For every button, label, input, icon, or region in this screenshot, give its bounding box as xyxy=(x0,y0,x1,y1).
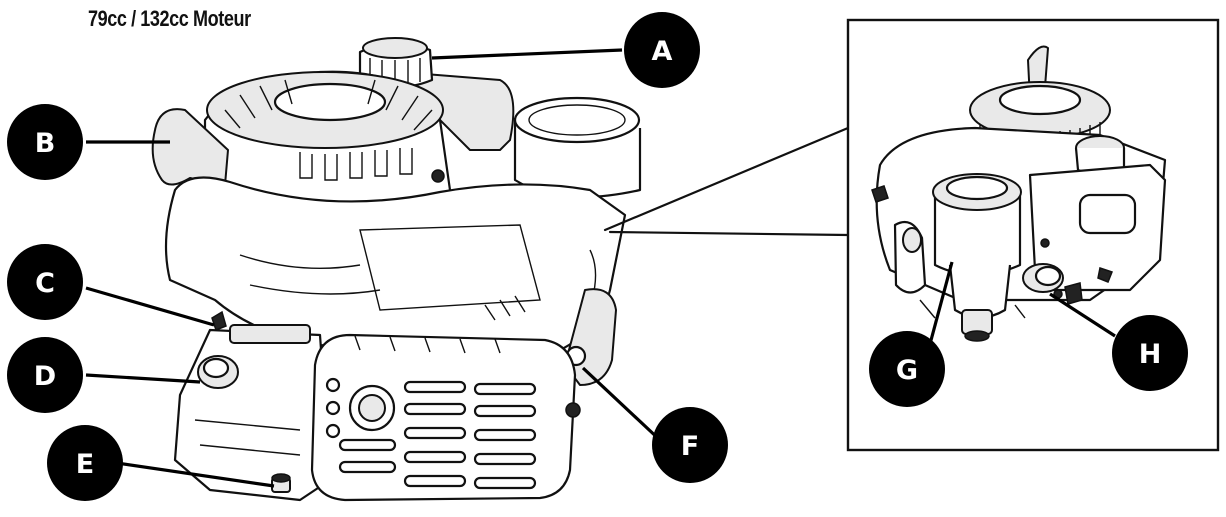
main-engine-drawing xyxy=(151,37,642,502)
callout-f-label: F xyxy=(681,431,699,462)
air-filter-rear xyxy=(513,96,642,199)
callout-a-label: A xyxy=(652,36,673,67)
callout-h: H xyxy=(1112,315,1188,391)
callout-f: F xyxy=(652,407,728,483)
callout-d: D xyxy=(7,337,83,413)
starter-handle xyxy=(151,108,229,186)
recoil-starter xyxy=(203,70,452,214)
oil-fill-cap xyxy=(197,355,239,389)
callout-b: B xyxy=(7,104,83,180)
callout-b-label: B xyxy=(35,128,56,159)
callout-e-label: E xyxy=(76,449,94,480)
spark-plug xyxy=(211,310,227,331)
callout-h-label: H xyxy=(1139,339,1162,370)
oil-drain-plug xyxy=(271,473,291,493)
callout-g-label: G xyxy=(896,355,918,386)
muffler xyxy=(310,333,581,502)
engine-shroud xyxy=(164,176,627,352)
callout-g: G xyxy=(869,331,945,407)
leader-lines xyxy=(85,48,1116,488)
diagram-title: 79cc / 132cc Moteur xyxy=(88,6,251,31)
callout-a: A xyxy=(624,12,700,88)
callout-c-label: C xyxy=(35,268,55,299)
callout-c: C xyxy=(7,244,83,320)
callout-e: E xyxy=(47,425,123,501)
callout-d-label: D xyxy=(34,361,56,392)
